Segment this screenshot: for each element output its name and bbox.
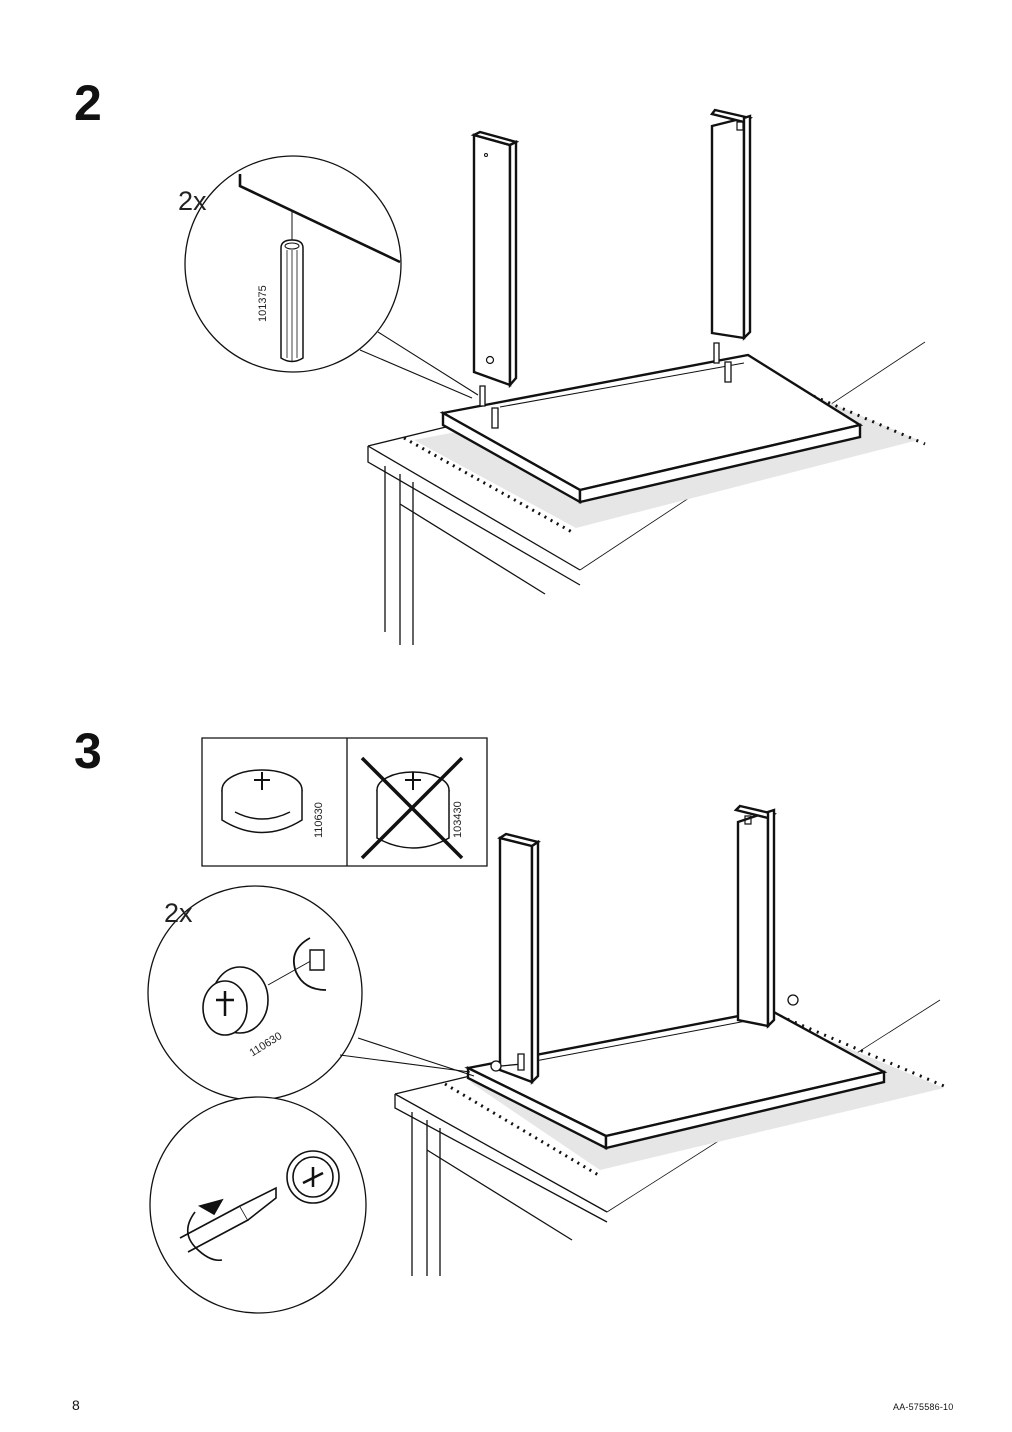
cam-lock-wrong-icon: [362, 758, 462, 858]
step3-left-side-panel: [500, 834, 538, 1082]
step-2-quantity: 2x: [178, 186, 207, 216]
step2-table: [368, 342, 925, 645]
step2-illustration: [185, 110, 925, 645]
step-2-number: 2: [74, 75, 102, 131]
step3-right-side-panel: [736, 806, 774, 1026]
step-3-part-number-wrong: 103430: [452, 801, 464, 838]
step2-zoom-callout: [185, 156, 478, 398]
cam-lock-correct-icon: [222, 770, 302, 833]
step3-fittings: [491, 995, 798, 1071]
step3-bottom-panel: [468, 1010, 884, 1148]
step-3-part-number-correct: 110630: [313, 802, 325, 838]
step2-left-side-panel: [474, 132, 516, 385]
step2-right-side-panel: [712, 110, 750, 338]
step3-parts-box: [202, 738, 487, 866]
screwdriver-icon: [180, 1188, 276, 1260]
step3-zoom-callout-insert: [148, 886, 474, 1100]
page-number: 8: [72, 1397, 80, 1413]
cam-lock-icon: [203, 967, 268, 1035]
step-2-part-number: 101375: [257, 285, 269, 322]
step2-dowels: [480, 343, 731, 428]
step-3-quantity: 2x: [164, 898, 193, 928]
step-3-number: 3: [74, 723, 102, 779]
cam-lock-turned-icon: [287, 1151, 339, 1203]
step3-illustration: [148, 738, 944, 1313]
document-code: AA-575586-10: [893, 1402, 954, 1412]
step2-bottom-panel: [443, 355, 860, 502]
step3-zoom-callout-screwdriver: [150, 1097, 366, 1313]
